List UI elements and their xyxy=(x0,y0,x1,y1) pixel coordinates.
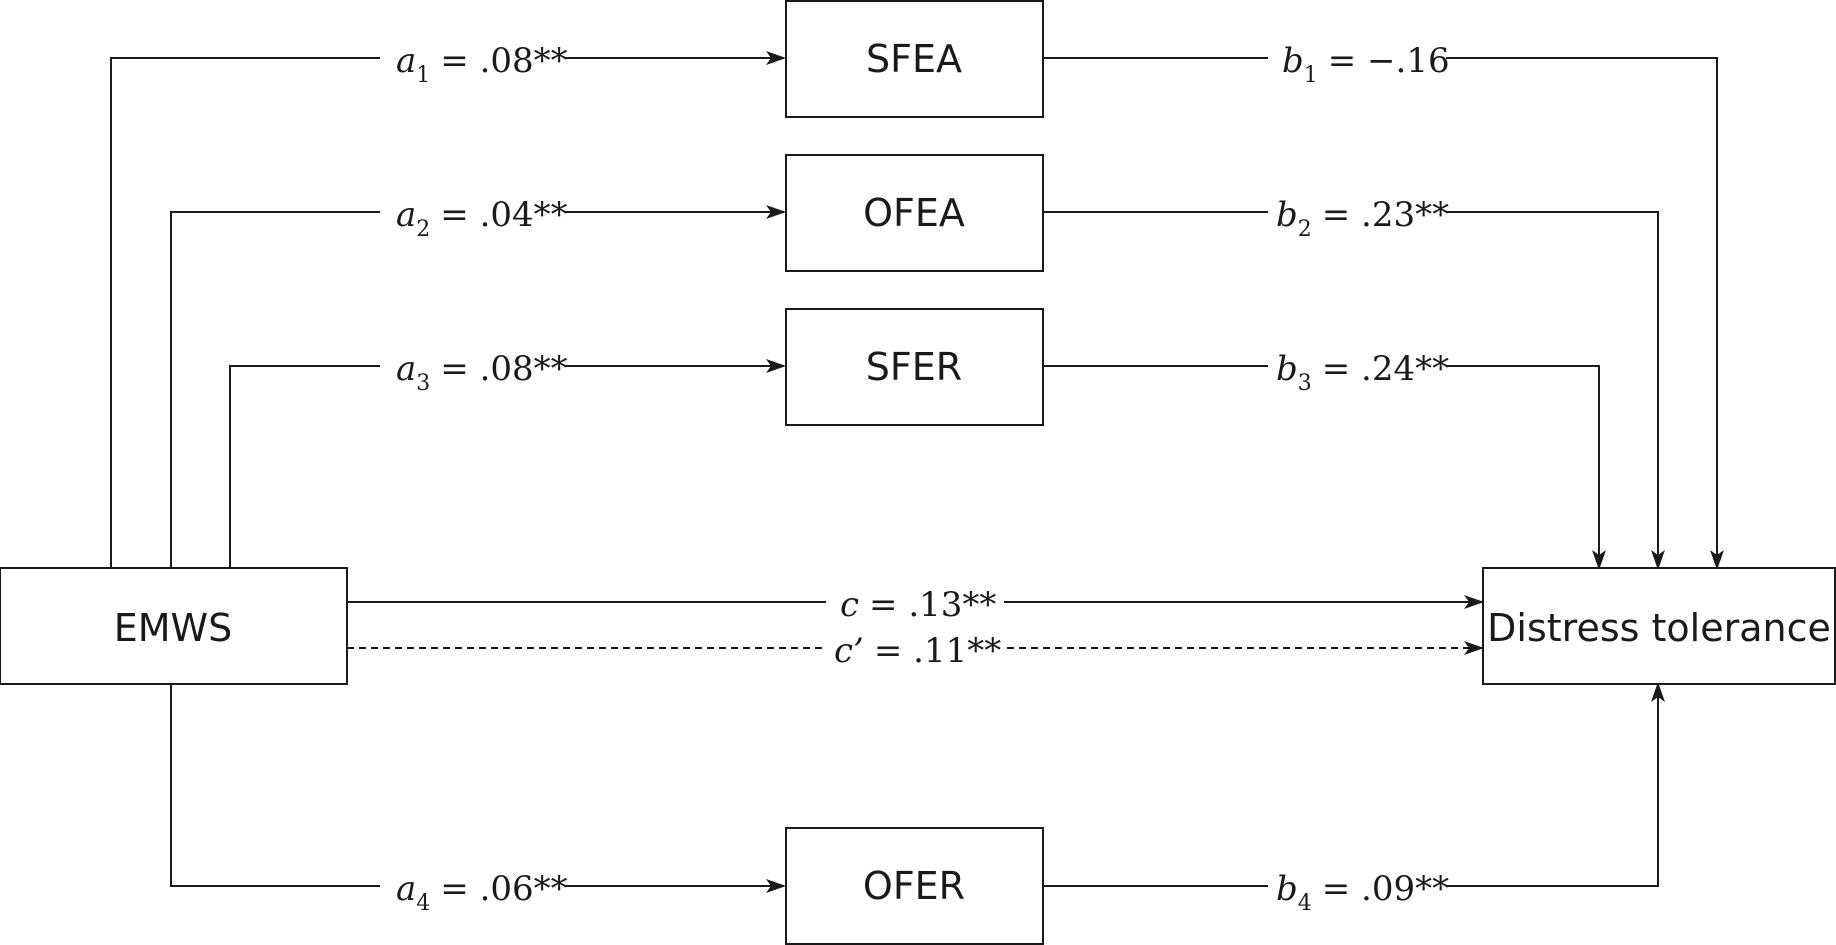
coef-a2: a2 = .04** xyxy=(396,195,568,242)
coef-b2-symbol: b xyxy=(1276,195,1298,235)
coef-a3-subscript: 3 xyxy=(416,371,430,396)
node-emws-label: EMWS xyxy=(114,606,233,650)
path-a4-line xyxy=(170,684,786,893)
coef-c-symbol: c xyxy=(840,585,859,625)
coef-b1-subscript: 1 xyxy=(1304,63,1318,88)
coef-b3-subscript: 3 xyxy=(1298,371,1312,396)
coef-a4-value: = .06** xyxy=(440,869,567,909)
coef-a1-value: = .08** xyxy=(440,41,567,81)
coef-b1: b1 = −.16 xyxy=(1282,41,1450,88)
coef-a3: a3 = .08** xyxy=(396,349,568,396)
coef-a2-subscript: 2 xyxy=(416,217,430,242)
coef-a4-symbol: a xyxy=(396,869,416,909)
path-a3-line xyxy=(229,359,786,568)
node-sfea-label: SFEA xyxy=(866,37,962,81)
node-emws: EMWS xyxy=(0,567,348,685)
path-b4-line xyxy=(1043,682,1665,887)
coef-b3-symbol: b xyxy=(1276,349,1298,389)
coef-a3-value: = .08** xyxy=(440,349,567,389)
coef-b4: b4 = .09** xyxy=(1276,869,1449,916)
node-sfer-label: SFER xyxy=(866,345,962,389)
node-sfea: SFEA xyxy=(785,0,1044,118)
node-ofea-label: OFEA xyxy=(863,191,965,235)
coef-a2-symbol: a xyxy=(396,195,416,235)
node-distress-tolerance-label: Distress tolerance xyxy=(1487,606,1831,650)
coef-a1-symbol: a xyxy=(396,41,416,81)
path-b1-line xyxy=(1043,57,1724,570)
path-a1-line xyxy=(110,51,786,568)
coef-b4-symbol: b xyxy=(1276,869,1298,909)
coef-c-prime: c’= .11** xyxy=(834,631,1001,671)
node-sfer: SFER xyxy=(785,308,1044,426)
coef-b1-value: = −.16 xyxy=(1328,41,1450,81)
coef-b2-value: = .23** xyxy=(1322,195,1449,235)
coef-b4-subscript: 4 xyxy=(1298,891,1312,916)
coef-b2: b2 = .23** xyxy=(1276,195,1449,242)
coef-b4-value: = .09** xyxy=(1322,869,1449,909)
coef-c-value: = .13** xyxy=(869,585,996,625)
coef-c-prime-symbol: c’ xyxy=(834,631,864,671)
node-ofea: OFEA xyxy=(785,154,1044,272)
path-b2-line xyxy=(1043,211,1665,570)
coef-b3-value: = .24** xyxy=(1322,349,1449,389)
coef-b1-symbol: b xyxy=(1282,41,1304,81)
coef-a1-subscript: 1 xyxy=(416,63,430,88)
coef-a2-value: = .04** xyxy=(440,195,567,235)
node-ofer: OFER xyxy=(785,827,1044,945)
node-ofer-label: OFER xyxy=(863,864,965,908)
coef-a4-subscript: 4 xyxy=(416,891,430,916)
node-distress-tolerance: Distress tolerance xyxy=(1482,567,1836,685)
path-b3-line xyxy=(1043,365,1606,570)
coef-c: c= .13** xyxy=(840,585,996,625)
coef-a4: a4 = .06** xyxy=(396,869,568,916)
coef-c-prime-value: = .11** xyxy=(874,631,1001,671)
coef-a3-symbol: a xyxy=(396,349,416,389)
path-a2-line xyxy=(170,205,786,568)
coef-b2-subscript: 2 xyxy=(1298,217,1312,242)
coef-b3: b3 = .24** xyxy=(1276,349,1449,396)
coef-a1: a1 = .08** xyxy=(396,41,568,88)
